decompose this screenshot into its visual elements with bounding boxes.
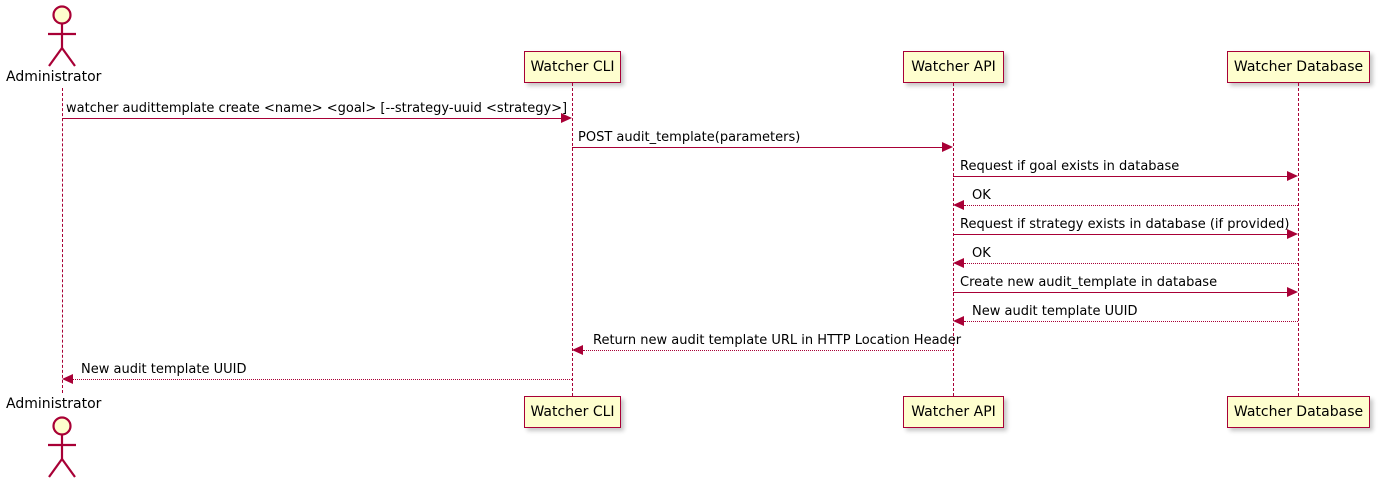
arrow-head-left-6 (953, 258, 964, 268)
participant-box-watcher-api-top[interactable]: Watcher API (903, 51, 1004, 83)
message-label-6: OK (972, 246, 991, 261)
participant-box-watcher-cli-bottom[interactable]: Watcher CLI (524, 396, 621, 428)
message-label-2: POST audit_template(parameters) (578, 130, 801, 145)
arrow-head-left-8 (953, 316, 964, 326)
message-label-3: Request if goal exists in database (960, 159, 1180, 174)
participant-label-watcher-api-bottom: Watcher API (911, 404, 996, 420)
participant-label-watcher-cli-bottom: Watcher CLI (530, 404, 615, 420)
message-line-3 (953, 176, 1287, 177)
message-label-1: watcher audittemplate create <name> <goa… (66, 101, 568, 116)
lifeline-watcher-database (1298, 83, 1299, 396)
lifeline-watcher-cli (572, 83, 573, 396)
arrow-head-right-1 (561, 113, 572, 123)
arrow-head-left-9 (572, 345, 583, 355)
message-line-9 (583, 350, 953, 351)
lifeline-watcher-api (953, 83, 954, 396)
participant-box-watcher-api-bottom[interactable]: Watcher API (903, 396, 1004, 428)
participant-label-watcher-database-top: Watcher Database (1233, 59, 1364, 75)
arrow-head-left-10 (62, 374, 73, 384)
message-line-7 (953, 292, 1287, 293)
message-label-8: New audit template UUID (972, 304, 1138, 319)
arrow-head-right-5 (1287, 229, 1298, 239)
actor-label-administrator-top: Administrator (6, 69, 102, 85)
arrow-head-left-4 (953, 200, 964, 210)
participant-label-watcher-cli-top: Watcher CLI (530, 59, 615, 75)
message-line-6 (964, 263, 1298, 264)
message-label-10: New audit template UUID (81, 362, 247, 377)
message-line-1 (62, 118, 561, 119)
arrow-head-right-3 (1287, 171, 1298, 181)
message-line-8 (964, 321, 1298, 322)
message-line-10 (73, 379, 572, 380)
participant-label-watcher-api-top: Watcher API (911, 59, 996, 75)
actor-label-administrator-bottom: Administrator (6, 396, 102, 412)
arrow-head-right-7 (1287, 287, 1298, 297)
actor-administrator-bottom-figure (36, 415, 88, 483)
message-line-5 (953, 234, 1287, 235)
message-label-7: Create new audit_template in database (960, 275, 1218, 290)
actor-administrator-top-figure (36, 4, 88, 72)
message-label-9: Return new audit template URL in HTTP Lo… (593, 333, 962, 348)
participant-box-watcher-database-bottom[interactable]: Watcher Database (1227, 396, 1370, 428)
message-line-4 (964, 205, 1298, 206)
participant-label-watcher-database-bottom: Watcher Database (1233, 404, 1364, 420)
message-line-2 (572, 147, 942, 148)
lifeline-administrator (62, 88, 63, 393)
participant-box-watcher-database-top[interactable]: Watcher Database (1227, 51, 1370, 83)
arrow-head-right-2 (942, 142, 953, 152)
message-label-4: OK (972, 188, 991, 203)
participant-box-watcher-cli-top[interactable]: Watcher CLI (524, 51, 621, 83)
message-label-5: Request if strategy exists in database (… (960, 217, 1290, 232)
